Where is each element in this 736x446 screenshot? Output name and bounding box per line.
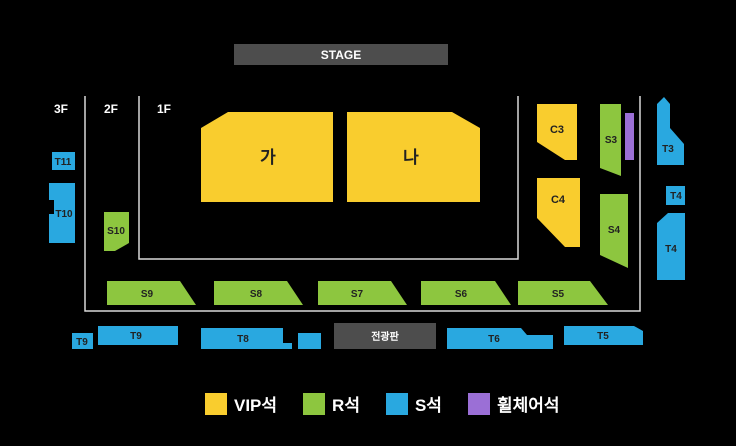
legend-label-s: S석 xyxy=(414,396,442,415)
legend: VIP석 R석 S석 휠체어석 xyxy=(205,391,586,416)
section-t5[interactable]: T5 xyxy=(564,326,643,345)
svg-text:S7: S7 xyxy=(351,289,364,300)
stage-block xyxy=(234,44,448,65)
section-s3[interactable]: S3 xyxy=(600,104,621,176)
block-label-c3: C3 xyxy=(550,124,564,136)
section-t6[interactable]: T6 xyxy=(447,328,553,349)
svg-text:T5: T5 xyxy=(597,331,609,342)
section-t10[interactable]: T10 xyxy=(49,183,75,243)
section-t9[interactable]: T9 xyxy=(98,326,178,345)
section-s4[interactable]: S4 xyxy=(600,194,628,268)
stage: STAGE xyxy=(234,44,448,65)
legend-swatch-vip xyxy=(205,392,227,415)
wheelchair-seat[interactable] xyxy=(625,113,634,160)
svg-text:S3: S3 xyxy=(605,135,618,146)
section-s6[interactable]: S6 xyxy=(421,281,511,305)
svg-text:S10: S10 xyxy=(107,226,125,237)
legend-label-vip: VIP석 xyxy=(234,396,278,415)
section-unlabeled[interactable] xyxy=(298,333,321,349)
vip-block-na[interactable]: 나 xyxy=(347,112,480,202)
section-t4-small[interactable]: T4 xyxy=(666,186,685,205)
scoreboard: 전광판 xyxy=(334,323,436,349)
legend-item-r: R석 xyxy=(303,391,360,416)
legend-swatch-wheelchair xyxy=(467,392,490,415)
legend-item-s: S석 xyxy=(385,391,442,416)
section-t4[interactable]: T4 xyxy=(657,213,685,280)
section-t3[interactable]: T3 xyxy=(657,97,684,165)
legend-label-wheelchair: 휠체어석 xyxy=(496,396,560,415)
svg-text:S8: S8 xyxy=(250,289,263,300)
svg-text:T4: T4 xyxy=(670,191,682,202)
block-label-ga: 가 xyxy=(260,148,276,167)
section-t11[interactable]: T11 xyxy=(52,152,75,170)
legend-swatch-s xyxy=(385,392,408,415)
svg-text:T10: T10 xyxy=(55,209,73,220)
section-t8[interactable]: T8 xyxy=(201,328,292,349)
svg-text:S4: S4 xyxy=(608,225,621,236)
section-s9[interactable]: S9 xyxy=(107,281,196,305)
legend-label-r: R석 xyxy=(332,396,360,415)
section-s5[interactable]: S5 xyxy=(518,281,608,305)
section-t9-small[interactable]: T9 xyxy=(72,333,93,349)
section-s7[interactable]: S7 xyxy=(318,281,407,305)
svg-text:S5: S5 xyxy=(552,289,565,300)
legend-swatch-r xyxy=(303,392,326,415)
legend-item-vip: VIP석 xyxy=(205,391,277,416)
scoreboard-label: 전광판 xyxy=(371,330,399,343)
floor-label-2f: 2F xyxy=(104,102,118,116)
inner-wall xyxy=(138,96,519,260)
section-s10[interactable]: S10 xyxy=(104,212,129,251)
svg-text:S9: S9 xyxy=(141,289,154,300)
legend-item-wheelchair: 휠체어석 xyxy=(467,391,560,416)
vip-block-ga[interactable]: 가 xyxy=(201,112,333,202)
svg-text:T11: T11 xyxy=(55,157,72,168)
section-s8[interactable]: S8 xyxy=(214,281,303,305)
block-label-na: 나 xyxy=(403,148,419,167)
svg-text:T6: T6 xyxy=(488,334,500,345)
svg-text:T3: T3 xyxy=(662,144,674,155)
svg-text:T9: T9 xyxy=(76,337,88,348)
svg-text:T8: T8 xyxy=(237,334,249,345)
walls xyxy=(84,96,641,312)
outer-wall xyxy=(84,96,641,312)
svg-text:T4: T4 xyxy=(665,244,677,255)
floor-label-3f: 3F xyxy=(54,102,68,116)
vip-block-c3[interactable]: C3 xyxy=(537,104,577,160)
block-label-c4: C4 xyxy=(551,194,566,206)
svg-text:T9: T9 xyxy=(130,331,142,342)
scoreboard-block xyxy=(334,323,436,349)
stage-label: STAGE xyxy=(321,48,361,62)
vip-block-c4[interactable]: C4 xyxy=(537,178,580,247)
svg-text:S6: S6 xyxy=(455,289,468,300)
floor-label-1f: 1F xyxy=(157,102,171,116)
